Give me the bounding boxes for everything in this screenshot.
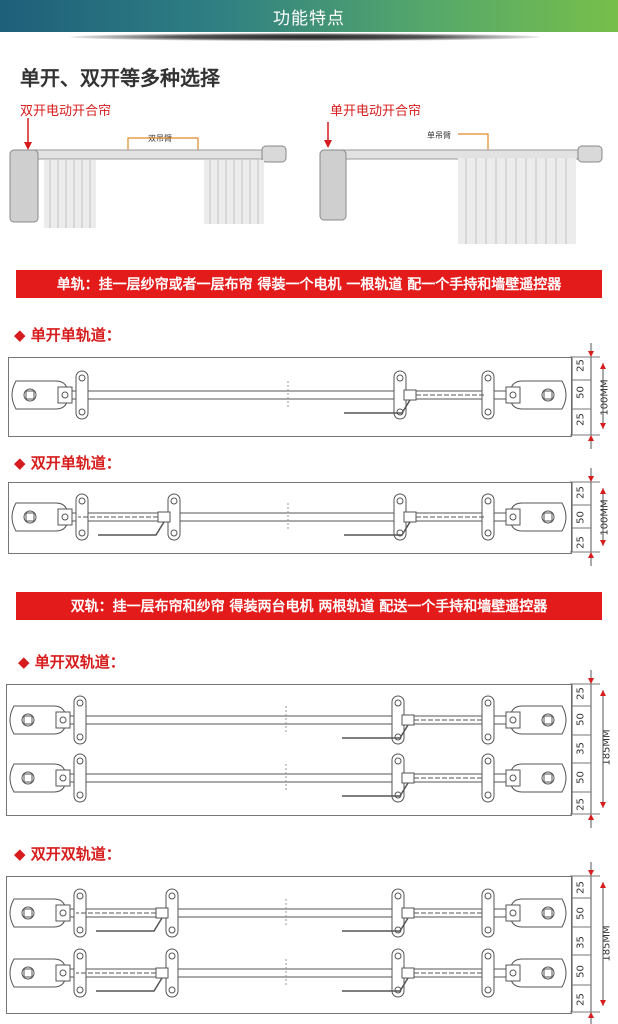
mount-bracket <box>391 695 405 745</box>
dimension-arrow <box>600 802 606 808</box>
dimension-arrow <box>588 678 594 684</box>
dimension-arrow <box>600 540 606 546</box>
track-end-cap <box>505 380 567 410</box>
section-title: 单开、双开等多种选择 <box>20 66 220 90</box>
runner-carriage <box>76 907 169 932</box>
header-bar: 功能特点 <box>0 0 618 32</box>
dimension-arrow <box>588 435 594 441</box>
mount-bracket <box>75 370 89 420</box>
track-end-cap <box>9 763 71 793</box>
mount-bracket <box>481 493 495 541</box>
mount-bracket <box>393 370 407 420</box>
mount-bracket <box>73 948 87 998</box>
mount-bracket <box>481 948 495 998</box>
section-single-open-single-track-title: ◆ 单开单轨道： <box>14 326 121 344</box>
track-end-cap <box>505 898 567 928</box>
dimension-arrow <box>600 690 606 696</box>
mount-bracket <box>73 695 87 745</box>
single-arm-label: 单吊臂 <box>427 131 451 140</box>
section-single-open-double-track-title: ◆ 单开双轨道： <box>18 653 125 671</box>
track-end-cap <box>505 502 567 532</box>
mount-bracket <box>481 753 495 803</box>
header-title: 功能特点 <box>273 8 345 29</box>
track-end-cap <box>11 380 73 410</box>
single-open-caption: 单开电动开合帘 <box>330 104 422 119</box>
runner-carriage <box>342 772 482 797</box>
single-track-banner: 单轨：挂一层纱帘或者一层布帘 得装一个电机 一根轨道 配一个手持和墙壁遥控器 <box>16 270 602 298</box>
dimension-arrow <box>600 1000 606 1006</box>
single-open-single-track-drawing <box>11 370 567 420</box>
single-open-curtain-illustration <box>319 122 603 244</box>
section-double-open-double-track-title: ◆ 双开双轨道： <box>14 845 121 863</box>
mount-bracket <box>481 695 495 745</box>
track-end-cap <box>11 502 73 532</box>
runner-carriage <box>344 511 484 536</box>
mount-bracket <box>165 888 179 938</box>
runner-carriage <box>342 967 482 992</box>
runner-carriage <box>76 967 169 992</box>
track-end-cap <box>9 898 71 928</box>
dimension-arrow <box>600 882 606 888</box>
single-open-double-track-diagram <box>6 684 572 816</box>
single-open-double-track-drawing <box>9 695 567 803</box>
double-open-single-track-drawing <box>11 493 567 541</box>
double-open-single-track-diagram <box>8 482 572 554</box>
dimension-arrow <box>600 488 606 494</box>
runner-carriage <box>344 389 484 414</box>
dimension-arrow <box>588 870 594 876</box>
dimension-arrow <box>600 423 606 429</box>
dimension-arrow <box>588 814 594 820</box>
double-open-double-track-drawing <box>9 888 567 998</box>
mount-bracket <box>73 753 87 803</box>
track-end-cap <box>505 763 567 793</box>
dimension-arrow <box>588 1012 594 1018</box>
dimension-arrow <box>588 476 594 482</box>
double-track-banner: 双轨：挂一层布帘和纱帘 得装两台电机 两根轨道 配送一个手持和墙壁遥控器 <box>16 592 602 620</box>
track-end-cap <box>505 705 567 735</box>
dimension-arrow <box>588 552 594 558</box>
section-double-open-single-track-title: ◆ 双开单轨道： <box>14 454 121 472</box>
single-open-single-track-diagram <box>8 357 572 437</box>
runner-carriage <box>78 511 171 536</box>
double-open-curtain-illustration <box>9 118 287 228</box>
runner-carriage <box>342 907 482 932</box>
header-shadow <box>70 33 540 41</box>
mount-bracket <box>481 888 495 938</box>
dimension-arrow <box>588 351 594 357</box>
dimension-arrow <box>600 363 606 369</box>
runner-carriage <box>342 714 482 739</box>
track-end-cap <box>9 705 71 735</box>
track-end-cap <box>505 958 567 988</box>
double-open-caption: 双开电动开合帘 <box>20 104 112 119</box>
track-end-cap <box>9 958 71 988</box>
